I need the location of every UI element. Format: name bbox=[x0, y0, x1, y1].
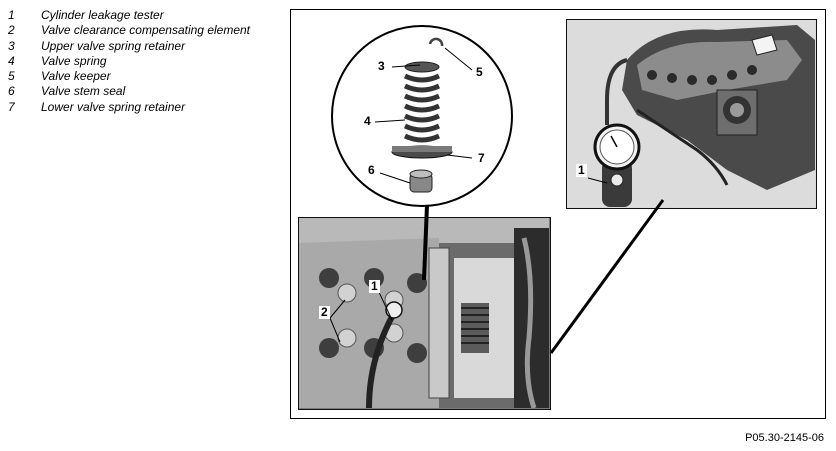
callout-6: 6 bbox=[366, 163, 377, 177]
callout-head-1: 1 bbox=[369, 279, 380, 293]
valve-spring-detail bbox=[330, 24, 514, 208]
tester-photo bbox=[566, 19, 817, 209]
callout-5: 5 bbox=[474, 65, 485, 79]
legend-text: Lower valve spring retainer bbox=[41, 99, 186, 114]
legend-item: 6 Valve stem seal bbox=[8, 84, 250, 99]
legend-item: 4 Valve spring bbox=[8, 54, 250, 69]
legend-item: 7 Lower valve spring retainer bbox=[8, 100, 250, 115]
legend-number: 4 bbox=[8, 53, 15, 68]
legend-text: Valve stem seal bbox=[41, 84, 126, 99]
legend-number: 2 bbox=[8, 23, 15, 38]
callout-head-2: 2 bbox=[319, 305, 330, 319]
figure-id: P05.30-2145-06 bbox=[745, 432, 824, 444]
cylinder-head-photo bbox=[298, 217, 551, 410]
legend-item: 3 Upper valve spring retainer bbox=[8, 39, 250, 54]
legend-number: 1 bbox=[8, 8, 15, 22]
callout-4: 4 bbox=[362, 114, 373, 128]
legend-text: Valve keeper bbox=[41, 69, 111, 84]
legend-text: Valve spring bbox=[41, 53, 107, 68]
legend-number: 6 bbox=[8, 84, 15, 99]
legend-list: 1 Cylinder leakage tester 2 Valve clearanc… bbox=[8, 8, 250, 115]
tester-illustration bbox=[567, 20, 815, 207]
callout-tester-1: 1 bbox=[576, 163, 587, 177]
callout-3: 3 bbox=[376, 59, 387, 73]
legend-number: 5 bbox=[8, 69, 15, 84]
legend-text: Cylinder leakage tester bbox=[41, 8, 164, 22]
callout-7: 7 bbox=[476, 151, 487, 165]
cylinder-head-illustration bbox=[299, 218, 549, 408]
legend-text: Valve clearance compensating element bbox=[41, 23, 251, 38]
legend-number: 3 bbox=[8, 38, 15, 53]
valve-spring-illustration bbox=[331, 25, 513, 207]
legend-number: 7 bbox=[8, 99, 15, 114]
legend-text: Upper valve spring retainer bbox=[41, 38, 186, 53]
legend-item: 2 Valve clearance compensating element bbox=[8, 23, 250, 38]
legend-item: 5 Valve keeper bbox=[8, 69, 250, 84]
legend-item: 1 Cylinder leakage tester bbox=[8, 8, 250, 23]
